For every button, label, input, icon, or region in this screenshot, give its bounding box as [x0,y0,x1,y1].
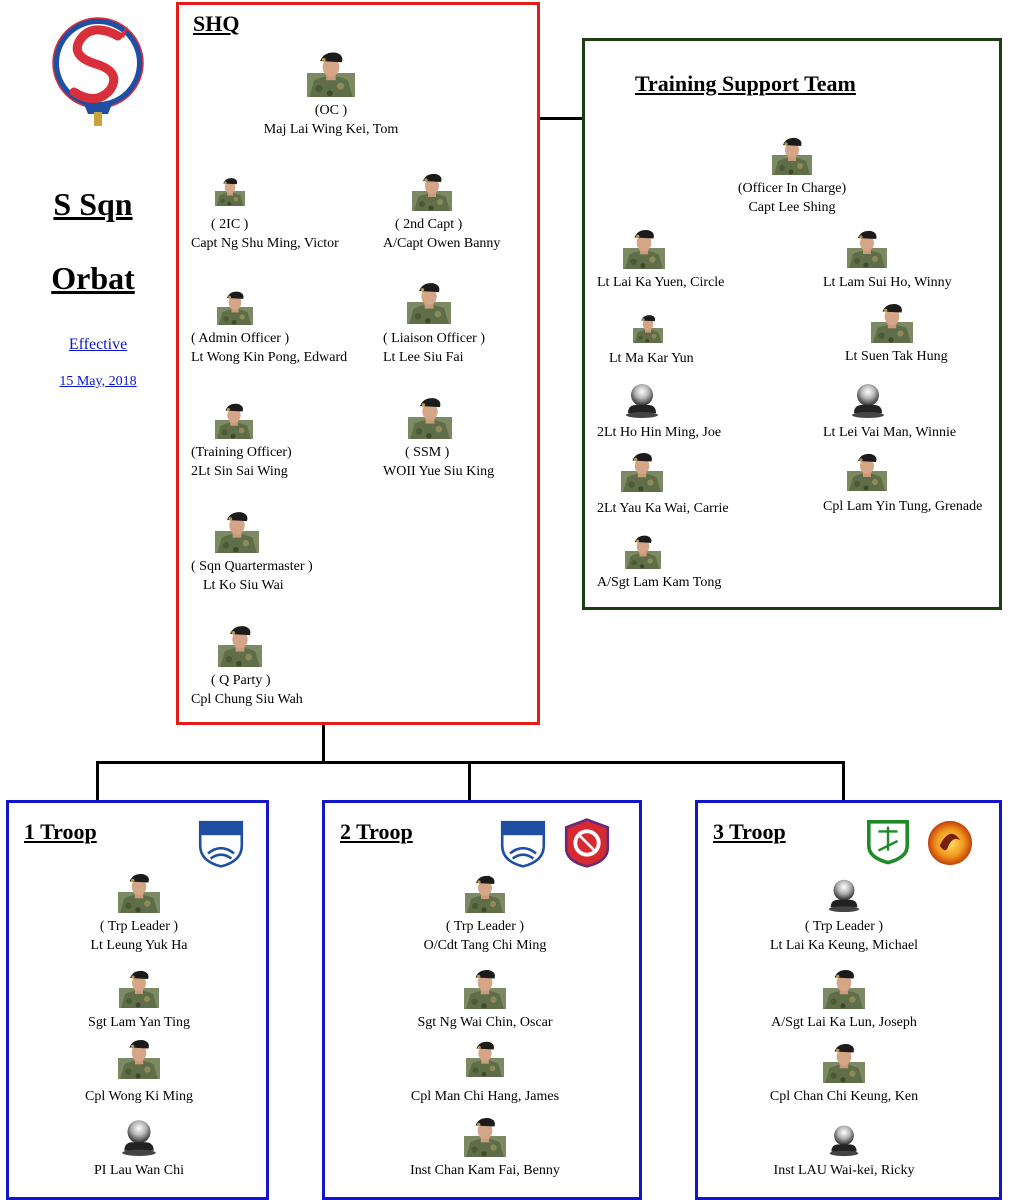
tst-member: A/Sgt Lam Kam Tong [597,533,721,592]
shq-title: SHQ [193,11,240,36]
shq-member-2nd-capt: ( 2nd Capt ) A/Capt Owen Banny [383,171,500,253]
shq-member-sqn-quartermaster: ( Sqn Quartermaster ) Lt Ko Siu Wai [191,509,313,595]
soldier-portrait-icon [119,967,159,1009]
shq-member-ssm: ( SSM ) WOII Yue Siu King [383,395,494,481]
tst-member: Cpl Lam Yin Tung, Grenade [823,449,982,516]
troop-member: PI Lau Wan Chi [29,1115,249,1180]
troop-member: Cpl Man Chi Hang, James [375,1033,595,1106]
school-shield-badge-icon [195,817,247,869]
soldier-portrait-icon [621,447,663,495]
tst-member: Lt Lai Ka Yuen, Circle [597,227,724,292]
school-shield-badge-icon [497,817,549,869]
soldier-portrait-icon [407,395,453,439]
shq-member-q-party: ( Q Party ) Cpl Chung Siu Wah [191,623,303,709]
school-shield-badge-icon [867,820,909,865]
soldier-portrait-icon [621,533,665,569]
tst-member: 2Lt Ho Hin Ming, Joe [597,379,721,442]
squadron-emblem-icon [48,8,148,130]
tst-member: 2Lt Yau Ka Wai, Carrie [597,447,729,518]
soldier-portrait-icon [466,1033,504,1083]
tst-member-oic: (Officer In Charge) Capt Lee Shing [697,135,887,217]
soldier-portrait-icon [215,623,265,667]
soldier-portrait-icon [459,1115,511,1157]
shq-member-2ic: ( 2IC ) Capt Ng Shu Ming, Victor [191,171,339,253]
tst-member: Lt Ma Kar Yun [609,311,694,368]
tst-box: Training Support Team (Officer In Charge… [582,38,1002,610]
soldier-portrait-icon [847,227,887,269]
connector-troop3 [842,761,845,801]
soldier-portrait-icon [621,227,667,269]
troop-2-title: 2 Troop [340,819,413,844]
page-title-line2: Orbat [51,260,135,296]
troop-member-leader: ( Trp Leader ) Lt Leung Yuk Ha [29,871,249,955]
troop-member: Inst Chan Kam Fai, Benny [375,1115,595,1180]
placeholder-portrait-icon [823,875,865,913]
soldier-portrait-icon [304,49,358,97]
placeholder-portrait-icon [823,1121,865,1157]
connector-troop1 [96,761,99,801]
tst-member: Lt Lei Vai Man, Winnie [823,379,956,442]
shq-member-admin-officer: ( Admin Officer ) Lt Wong Kin Pong, Edwa… [191,289,347,367]
shq-member-liaison-officer: ( Liaison Officer ) Lt Lee Siu Fai [383,279,485,367]
school-crest-badge-icon [564,818,610,868]
shq-box: SHQ (OC ) Maj Lai Wing Kei, Tom ( 2IC ) … [176,2,540,725]
soldier-portrait-icon [847,449,887,493]
troop-member: Inst LAU Wai-kei, Ricky [734,1121,954,1180]
troop-3-title: 3 Troop [713,819,786,844]
troop-1-box: 1 Troop ( Trp Leader ) Lt Leung Yuk Ha S… [6,800,269,1200]
placeholder-portrait-icon [847,379,889,419]
effective-label: Effective [68,336,128,353]
tst-member: Lt Suen Tak Hung [845,301,948,366]
soldier-portrait-icon [633,311,663,345]
troop-member-leader: ( Trp Leader ) Lt Lai Ka Keung, Michael [734,875,954,955]
shq-member-oc: (OC ) Maj Lai Wing Kei, Tom [251,49,411,139]
troop-member: A/Sgt Lai Ka Lun, Joseph [734,967,954,1032]
effective-date: 15 May, 2018 [59,374,137,389]
troop-2-box: 2 Troop ( Trp Leader ) O/Cdt Tang Chi Mi… [322,800,642,1200]
troop-member: Sgt Lam Yan Ting [29,967,249,1032]
soldier-portrait-icon [407,171,457,211]
troop-member: Sgt Ng Wai Chin, Oscar [375,967,595,1032]
soldier-portrait-icon [462,873,508,913]
soldier-portrait-icon [458,967,512,1009]
troop-member: Cpl Wong Ki Ming [29,1033,249,1106]
troop-3-box: 3 Troop ( Trp Leader ) Lt Lai Ka Keung, … [695,800,1002,1200]
soldier-portrait-icon [869,301,915,343]
soldier-portrait-icon [407,279,451,325]
soldier-portrait-icon [118,1033,160,1083]
connector-shq-down [322,724,325,762]
tst-title: Training Support Team [635,71,856,96]
placeholder-portrait-icon [621,379,663,419]
troop-member-leader: ( Trp Leader ) O/Cdt Tang Chi Ming [375,873,595,955]
troop-member: Cpl Chan Chi Keung, Ken [734,1041,954,1106]
soldier-portrait-icon [215,289,255,325]
soldier-portrait-icon [823,967,865,1009]
shq-member-training-officer: (Training Officer) 2Lt Sin Sai Wing [191,401,292,481]
soldier-portrait-icon [215,171,245,211]
flame-emblem-icon [927,820,973,866]
soldier-portrait-icon [215,509,259,553]
soldier-portrait-icon [821,1041,867,1083]
soldier-portrait-icon [772,135,812,175]
page-title-line1: S Sqn [53,186,133,222]
troop-1-title: 1 Troop [24,819,97,844]
soldier-portrait-icon [116,871,162,913]
soldier-portrait-icon [215,401,253,439]
connector-shq-tst [539,117,583,120]
tst-member: Lt Lam Sui Ho, Winny [823,227,952,292]
placeholder-portrait-icon [118,1115,160,1157]
connector-troop2 [468,761,471,801]
